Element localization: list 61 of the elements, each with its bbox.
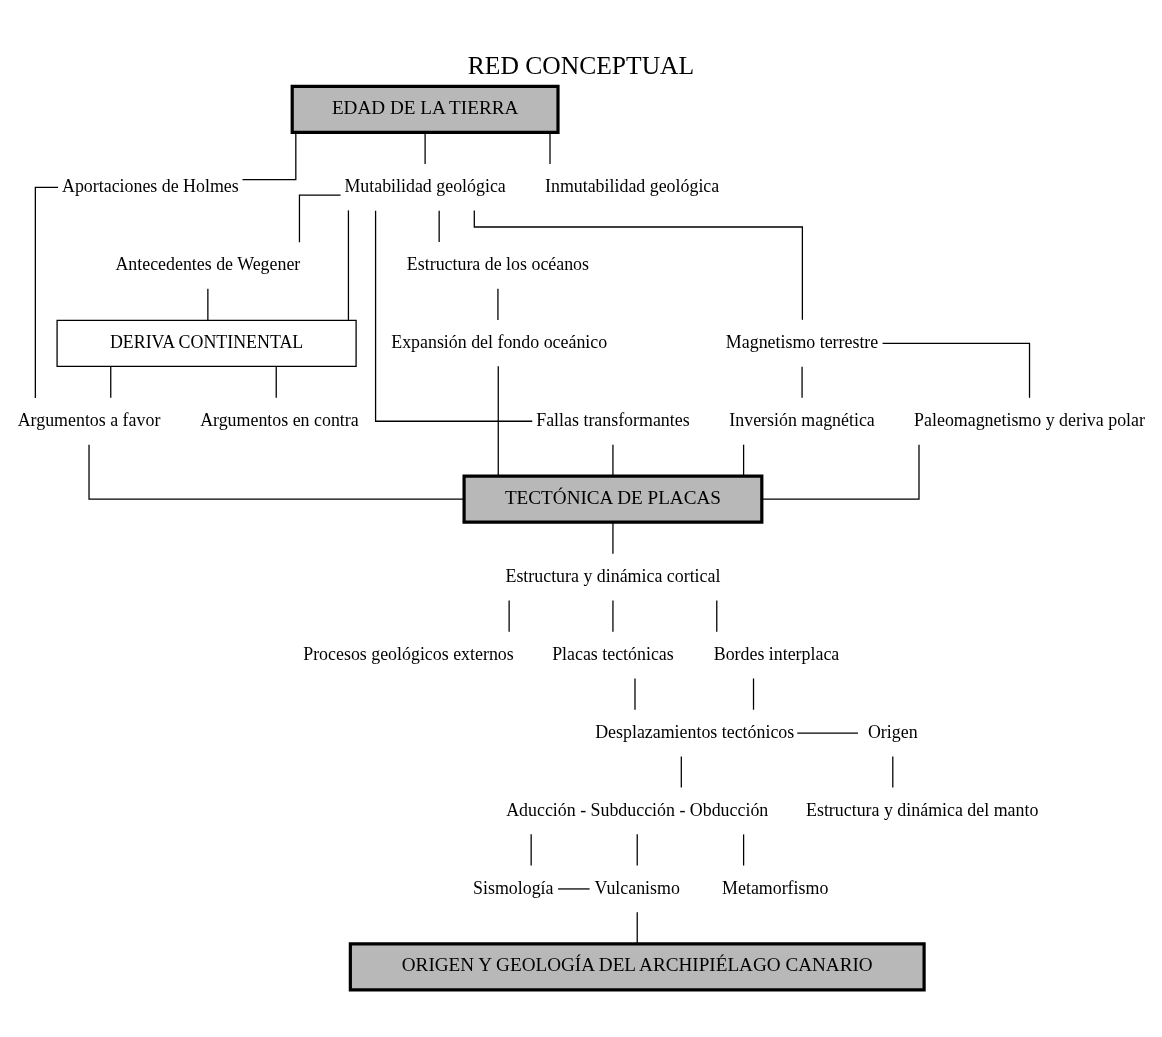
connector [241,131,297,180]
node-text: Estructura y dinámica cortical [505,565,721,586]
connector [34,186,59,399]
connector [761,443,920,500]
node-box: ORIGEN Y GEOLOGÍA DEL ARCHIPIÉLAGO CANARIO [348,941,926,991]
node-text: Antecedentes de Wegener [115,253,301,274]
connector [530,833,532,866]
connector [110,365,112,398]
connector [347,209,350,321]
connector [424,131,426,165]
connector [881,342,1031,398]
connector [680,755,682,788]
node-text: Argumentos en contra [200,409,359,430]
connector [88,443,465,500]
node-box: DERIVA CONTINENTAL [56,319,357,367]
connector [557,887,591,890]
connector [752,677,755,710]
connector [549,131,551,165]
node-text: Inversión magnética [729,409,875,430]
node-text: Bordes interplaca [713,643,840,664]
diagram-title: RED CONCEPTUAL [467,50,695,80]
node-text: Placas tectónicas [552,643,674,664]
node-text: Metamorfismo [722,877,829,898]
connector [612,521,614,554]
connector [612,443,614,476]
node-text: Expansión del fondo oceánico [391,331,608,352]
node-box: EDAD DE LA TIERRA [290,84,560,134]
connector [742,443,745,476]
connector [497,287,499,321]
connector [497,365,499,477]
node-text: Magnetismo terrestre [725,331,879,352]
node-text: Mutabilidad geológica [344,175,506,196]
connector [801,365,803,398]
connector [716,599,718,632]
connector [275,365,277,398]
node-text: Vulcanismo [594,877,680,898]
node-text: Inmutabilidad geológica [545,175,720,196]
node-text: Desplazamientos tectónicos [595,721,795,742]
connector [796,731,859,734]
connector [636,833,638,866]
connector [438,209,440,243]
node-text: Origen [867,721,918,742]
node-text: Sismología [473,877,554,898]
node-text: Aportaciones de Holmes [62,175,239,196]
node-text: Argumentos a favor [17,409,161,430]
connector [508,599,510,632]
connector [892,755,894,788]
node-text: Estructura y dinámica del manto [806,799,1039,820]
node-box: TECTÓNICA DE PLACAS [462,474,764,524]
connector [742,833,745,866]
connector [298,193,342,243]
connector [374,209,533,422]
node-text: Aducción - Subducción - Obducción [506,799,769,820]
node-text: Estructura de los océanos [406,253,590,274]
connector [634,677,636,710]
node-text: Paleomagnetismo y deriva polar [914,409,1145,430]
connector [207,287,209,321]
connector [636,911,638,944]
connector [612,599,614,632]
node-text: Fallas transformantes [536,409,690,430]
node-text: Procesos geológicos externos [303,643,514,664]
